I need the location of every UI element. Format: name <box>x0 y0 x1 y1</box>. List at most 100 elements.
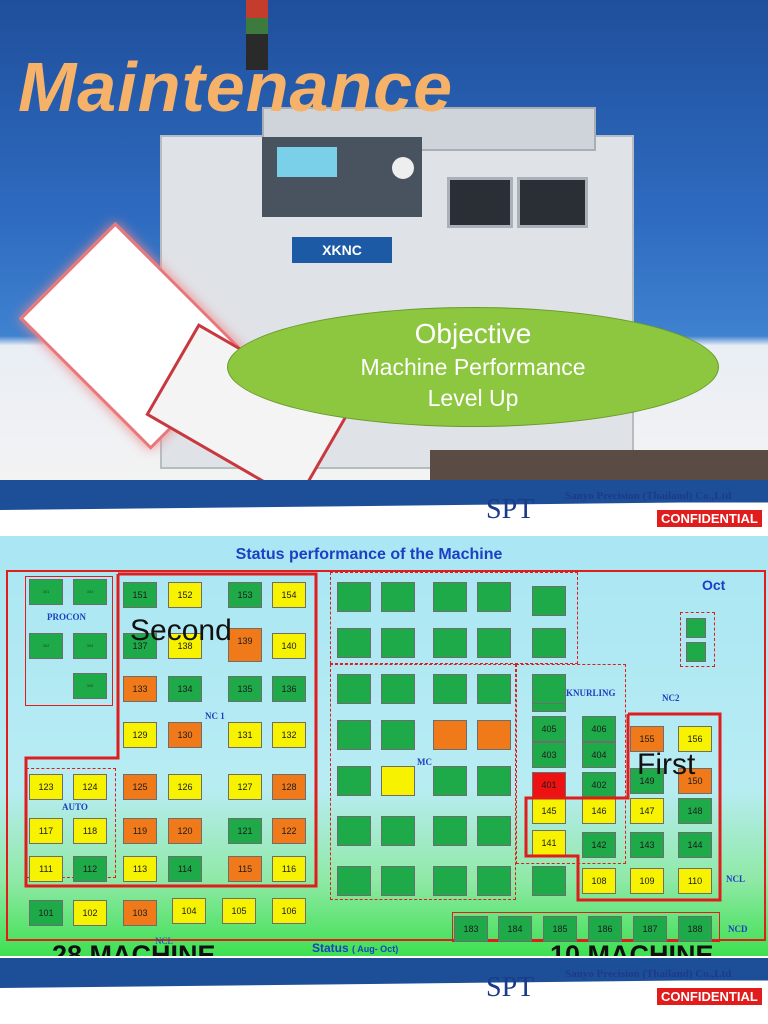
machine-140[interactable]: 140 <box>272 633 306 659</box>
mc-machine-tile[interactable] <box>477 866 511 896</box>
machine-184[interactable]: 184 <box>498 916 532 942</box>
machine-136[interactable]: 136 <box>272 676 306 702</box>
mc-machine-tile[interactable] <box>433 866 467 896</box>
machine-105[interactable]: 105 <box>222 898 256 924</box>
machine-129[interactable]: 129 <box>123 722 157 748</box>
mc-machine-tile[interactable] <box>433 720 467 750</box>
machine-106[interactable]: 106 <box>272 898 306 924</box>
machine-138[interactable]: 138 <box>168 633 202 659</box>
mc-machine-tile[interactable] <box>477 766 511 796</box>
mc-machine-tile[interactable] <box>381 720 415 750</box>
machine-135[interactable]: 135 <box>228 676 262 702</box>
mc-machine-tile[interactable] <box>532 586 566 616</box>
machine-132[interactable]: 132 <box>272 722 306 748</box>
machine-154[interactable]: 154 <box>272 582 306 608</box>
mc-machine-tile[interactable] <box>337 720 371 750</box>
machine-120[interactable]: 120 <box>168 818 202 844</box>
mc-machine-tile[interactable] <box>337 628 371 658</box>
mc-machine-tile[interactable] <box>532 866 566 896</box>
machine-118[interactable]: 118 <box>73 818 107 844</box>
mc-machine-tile[interactable] <box>477 628 511 658</box>
machine-148[interactable]: 148 <box>678 798 712 824</box>
machine-187[interactable]: 187 <box>633 916 667 942</box>
machine-130[interactable]: 130 <box>168 722 202 748</box>
machine-156[interactable]: 156 <box>678 726 712 752</box>
machine-101[interactable]: 101 <box>29 900 63 926</box>
machine-403[interactable]: 403 <box>532 742 566 768</box>
mc-machine-tile[interactable] <box>433 674 467 704</box>
mc-machine-tile[interactable] <box>433 628 467 658</box>
mc-machine-tile[interactable] <box>337 766 371 796</box>
mc-machine-tile[interactable] <box>381 766 415 796</box>
machine-127[interactable]: 127 <box>228 774 262 800</box>
machine-139[interactable]: 139 <box>228 628 262 662</box>
machine-152[interactable]: 152 <box>168 582 202 608</box>
machine-186[interactable]: 186 <box>588 916 622 942</box>
mc-machine-tile[interactable] <box>381 628 415 658</box>
machine-149[interactable]: 149 <box>630 768 664 794</box>
machine-183[interactable]: 183 <box>454 916 488 942</box>
machine-110[interactable]: 110 <box>678 868 712 894</box>
mc-machine-tile[interactable] <box>477 720 511 750</box>
machine-121[interactable]: 121 <box>228 818 262 844</box>
machine-144[interactable]: 144 <box>678 832 712 858</box>
machine-124[interactable]: 124 <box>73 774 107 800</box>
mc-machine-tile[interactable] <box>433 582 467 612</box>
machine-109[interactable]: 109 <box>630 868 664 894</box>
machine-103[interactable]: 103 <box>123 900 157 926</box>
machine-134[interactable]: 134 <box>168 676 202 702</box>
small-machine-tile[interactable] <box>686 642 706 662</box>
machine-151[interactable]: 151 <box>123 582 157 608</box>
machine-185[interactable]: 185 <box>543 916 577 942</box>
mc-machine-tile[interactable] <box>477 674 511 704</box>
machine-153[interactable]: 153 <box>228 582 262 608</box>
small-machine-tile[interactable] <box>686 618 706 638</box>
mc-machine-tile[interactable] <box>337 674 371 704</box>
mc-machine-tile[interactable] <box>477 582 511 612</box>
machine-405[interactable]: 405 <box>532 716 566 742</box>
machine-131[interactable]: 131 <box>228 722 262 748</box>
machine-143[interactable]: 143 <box>630 832 664 858</box>
machine-155[interactable]: 155 <box>630 726 664 752</box>
machine-102[interactable]: 102 <box>73 900 107 926</box>
machine-150[interactable]: 150 <box>678 768 712 794</box>
machine-128[interactable]: 128 <box>272 774 306 800</box>
machine-123[interactable]: 123 <box>29 774 63 800</box>
machine-301[interactable]: 301 <box>29 579 63 605</box>
machine-114[interactable]: 114 <box>168 856 202 882</box>
mc-machine-tile[interactable] <box>337 582 371 612</box>
mc-machine-tile[interactable] <box>381 866 415 896</box>
machine-126[interactable]: 126 <box>168 774 202 800</box>
machine-104[interactable]: 104 <box>172 898 206 924</box>
machine-115[interactable]: 115 <box>228 856 262 882</box>
machine-142[interactable]: 142 <box>582 832 616 858</box>
machine-303[interactable]: 303 <box>73 579 107 605</box>
machine-401[interactable]: 401 <box>532 772 566 798</box>
machine-305[interactable]: 305 <box>73 673 107 699</box>
machine-111[interactable]: 111 <box>29 856 63 882</box>
machine-112[interactable]: 112 <box>73 856 107 882</box>
machine-125[interactable]: 125 <box>123 774 157 800</box>
mc-machine-tile[interactable] <box>337 816 371 846</box>
machine-108[interactable]: 108 <box>582 868 616 894</box>
mc-machine-tile[interactable] <box>532 628 566 658</box>
mc-machine-tile[interactable] <box>433 766 467 796</box>
mc-machine-tile[interactable] <box>381 582 415 612</box>
mc-machine-tile[interactable] <box>381 816 415 846</box>
machine-137[interactable]: 137 <box>123 633 157 659</box>
machine-117[interactable]: 117 <box>29 818 63 844</box>
mc-machine-tile[interactable] <box>532 674 566 704</box>
machine-113[interactable]: 113 <box>123 856 157 882</box>
mc-machine-tile[interactable] <box>337 866 371 896</box>
machine-302[interactable]: 302 <box>29 633 63 659</box>
machine-133[interactable]: 133 <box>123 676 157 702</box>
machine-188[interactable]: 188 <box>678 916 712 942</box>
machine-122[interactable]: 122 <box>272 818 306 844</box>
machine-119[interactable]: 119 <box>123 818 157 844</box>
machine-147[interactable]: 147 <box>630 798 664 824</box>
machine-304[interactable]: 304 <box>73 633 107 659</box>
mc-machine-tile[interactable] <box>381 674 415 704</box>
mc-machine-tile[interactable] <box>433 816 467 846</box>
mc-machine-tile[interactable] <box>477 816 511 846</box>
machine-406[interactable]: 406 <box>582 716 616 742</box>
